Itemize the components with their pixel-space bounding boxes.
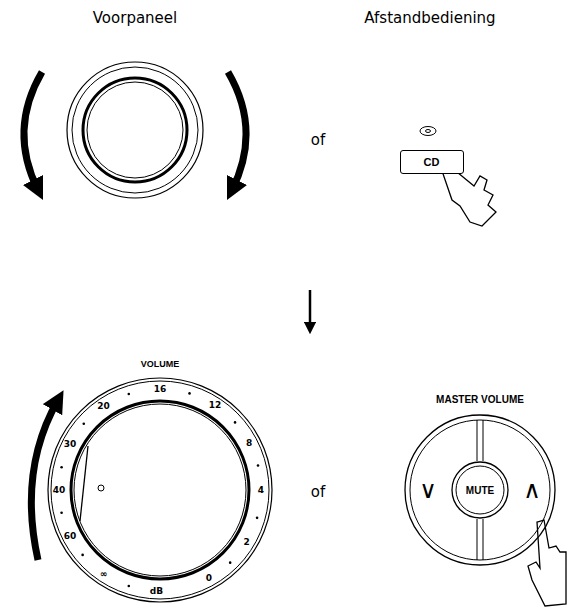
scale-number: 40 (53, 485, 66, 495)
mute-button: MUTE (452, 462, 508, 518)
or-word: of (311, 131, 325, 149)
disc-icon (420, 127, 436, 136)
scale-number: 4 (258, 485, 264, 495)
volume-dial: VOLUME (48, 378, 272, 602)
front-knob (67, 62, 203, 198)
scale-number: 30 (64, 439, 77, 449)
scale-number: 2 (243, 537, 249, 547)
panel-heading: Voorpaneel (93, 9, 177, 27)
heading: MASTER VOLUME (436, 394, 524, 405)
button-label: MUTE (466, 485, 494, 496)
rotate-arrow (31, 400, 58, 560)
panel-heading: Afstandbediening (364, 9, 495, 27)
volume-up-mark: ∧ (523, 476, 541, 504)
scale-number: 8 (246, 438, 252, 448)
volume-down-mark: ∨ (419, 476, 437, 504)
scale-number: 60 (64, 531, 77, 541)
button-label: CD (424, 156, 440, 168)
rotate-arrow (228, 72, 246, 190)
hand-icon (528, 520, 566, 606)
dial-pointer (80, 446, 88, 521)
scale-number: 0 (206, 573, 212, 583)
scale-dots (60, 392, 259, 587)
scale-number: 12 (209, 400, 222, 410)
scale-number: ∞ (100, 569, 108, 579)
heading: VOLUME (141, 359, 180, 369)
cd-button: CD (400, 150, 464, 174)
rotate-arrow (24, 72, 42, 190)
or-word: of (311, 483, 325, 501)
scale-number: dB (150, 586, 163, 596)
scale-number: 20 (97, 401, 110, 411)
volume-dial-outline (48, 378, 272, 602)
step-arrow (309, 290, 312, 328)
dial-indicator (98, 485, 104, 491)
scale-number: 16 (154, 384, 167, 394)
